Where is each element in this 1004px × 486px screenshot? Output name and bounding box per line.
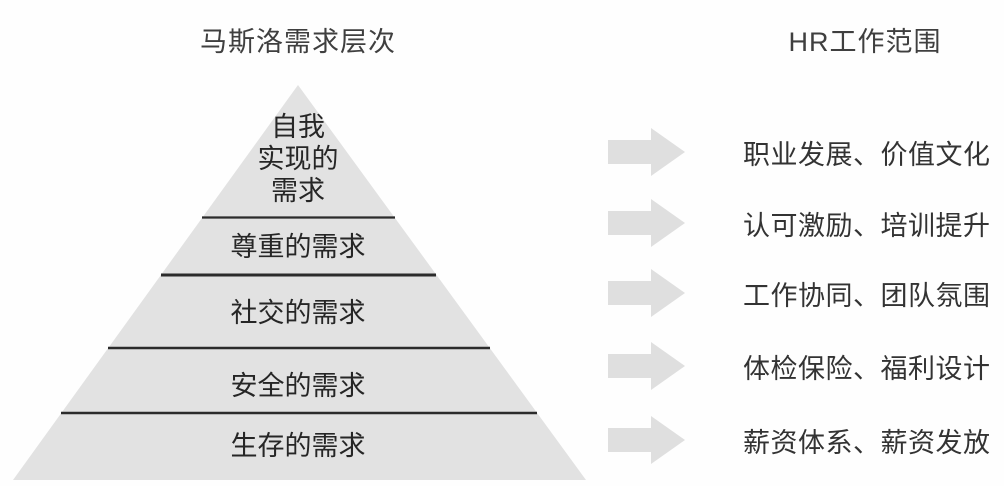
hr-scope-label: 认可激励、培训提升: [743, 210, 991, 241]
pyramid-level-survival: 生存的需求: [230, 431, 366, 461]
pyramid-level-label-line: 自我: [271, 112, 325, 142]
arrow-right-shape: [608, 416, 685, 464]
hr-scope-row: 薪资体系、薪资发放: [603, 412, 991, 468]
arrow-right-icon: [608, 342, 685, 390]
arrow-right-shape: [608, 342, 685, 390]
pyramid-shape: [13, 85, 586, 480]
arrow-right-shape: [608, 269, 685, 317]
hr-scope-row: 职业发展、价值文化: [603, 124, 991, 180]
pyramid-level-safety: 安全的需求: [230, 371, 366, 401]
hr-scope-label: 体检保险、福利设计: [743, 353, 991, 384]
pyramid-title: 马斯洛需求层次: [200, 27, 396, 57]
arrow-right-icon: [608, 416, 685, 464]
arrow-right-icon: [608, 128, 685, 176]
pyramid-level-social: 社交的需求: [230, 298, 366, 328]
hr-scope-label: 薪资体系、薪资发放: [743, 427, 991, 458]
hr-scope-row: 认可激励、培训提升: [603, 195, 991, 251]
arrow-right-icon: [608, 199, 685, 247]
hr-scope-label: 工作协同、团队氛围: [743, 280, 991, 311]
hr-scope-title: HR工作范围: [788, 27, 942, 57]
pyramid-level-esteem: 尊重的需求: [230, 232, 366, 262]
arrow-right-shape: [608, 128, 685, 176]
arrow-right-shape: [608, 199, 685, 247]
hr-scope-row: 工作协同、团队氛围: [603, 265, 991, 321]
maslow-pyramid: [13, 85, 586, 480]
pyramid-level-label-line: 需求: [271, 176, 325, 206]
hr-scope-label: 职业发展、价值文化: [743, 139, 991, 170]
pyramid-level-self-actualization: 自我 实现的 需求: [148, 111, 448, 207]
pyramid-level-label-line: 实现的: [257, 144, 339, 174]
arrow-right-icon: [608, 269, 685, 317]
hr-scope-row: 体检保险、福利设计: [603, 338, 991, 394]
